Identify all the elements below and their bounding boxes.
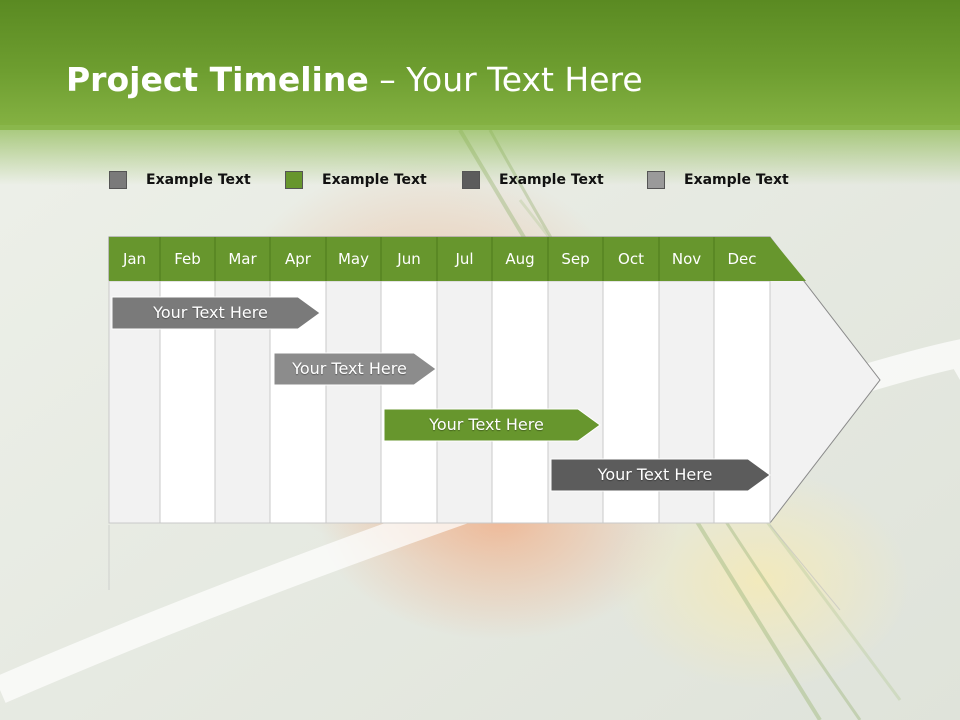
task-arrow	[111, 296, 321, 330]
month-label: Jul	[455, 250, 474, 268]
title-bold: Project Timeline	[66, 60, 369, 99]
month-label: Apr	[285, 250, 311, 268]
legend-label: Example Text	[684, 172, 789, 188]
legend-swatch	[109, 171, 127, 189]
legend-swatch	[462, 171, 480, 189]
legend-label: Example Text	[146, 172, 251, 188]
task-label: Your Text Here	[153, 303, 268, 322]
month-label: Nov	[671, 250, 702, 268]
task-arrow	[383, 408, 601, 442]
month-column	[491, 280, 549, 524]
month-header-row	[109, 237, 770, 281]
month-label: Jan	[122, 250, 147, 268]
task-label: Your Text Here	[292, 359, 407, 378]
legend-swatch	[285, 171, 303, 189]
legend-label: Example Text	[499, 172, 604, 188]
month-label: Sep	[561, 250, 590, 268]
month-label: Aug	[505, 250, 535, 268]
legend-label: Example Text	[322, 172, 427, 188]
month-column	[436, 280, 493, 524]
arrow-header-tip	[770, 237, 806, 281]
page-title: Project Timeline – Your Text Here	[66, 60, 643, 99]
month-column	[325, 280, 382, 524]
task-arrow	[550, 458, 771, 492]
header-bar	[0, 0, 960, 130]
month-label: Oct	[618, 250, 644, 268]
month-label: Feb	[174, 250, 201, 268]
task-label: Your Text Here	[597, 465, 713, 484]
legend-swatch	[647, 171, 665, 189]
month-column	[380, 280, 438, 524]
task-arrow	[273, 352, 437, 386]
header-fade	[0, 125, 960, 185]
board-reflection	[769, 524, 841, 611]
month-label: Jun	[397, 250, 421, 268]
month-label: Mar	[228, 250, 257, 268]
task-label: Your Text Here	[429, 415, 544, 434]
month-label: Dec	[727, 250, 757, 268]
month-label: May	[337, 250, 369, 268]
title-rest: – Your Text Here	[368, 60, 643, 99]
